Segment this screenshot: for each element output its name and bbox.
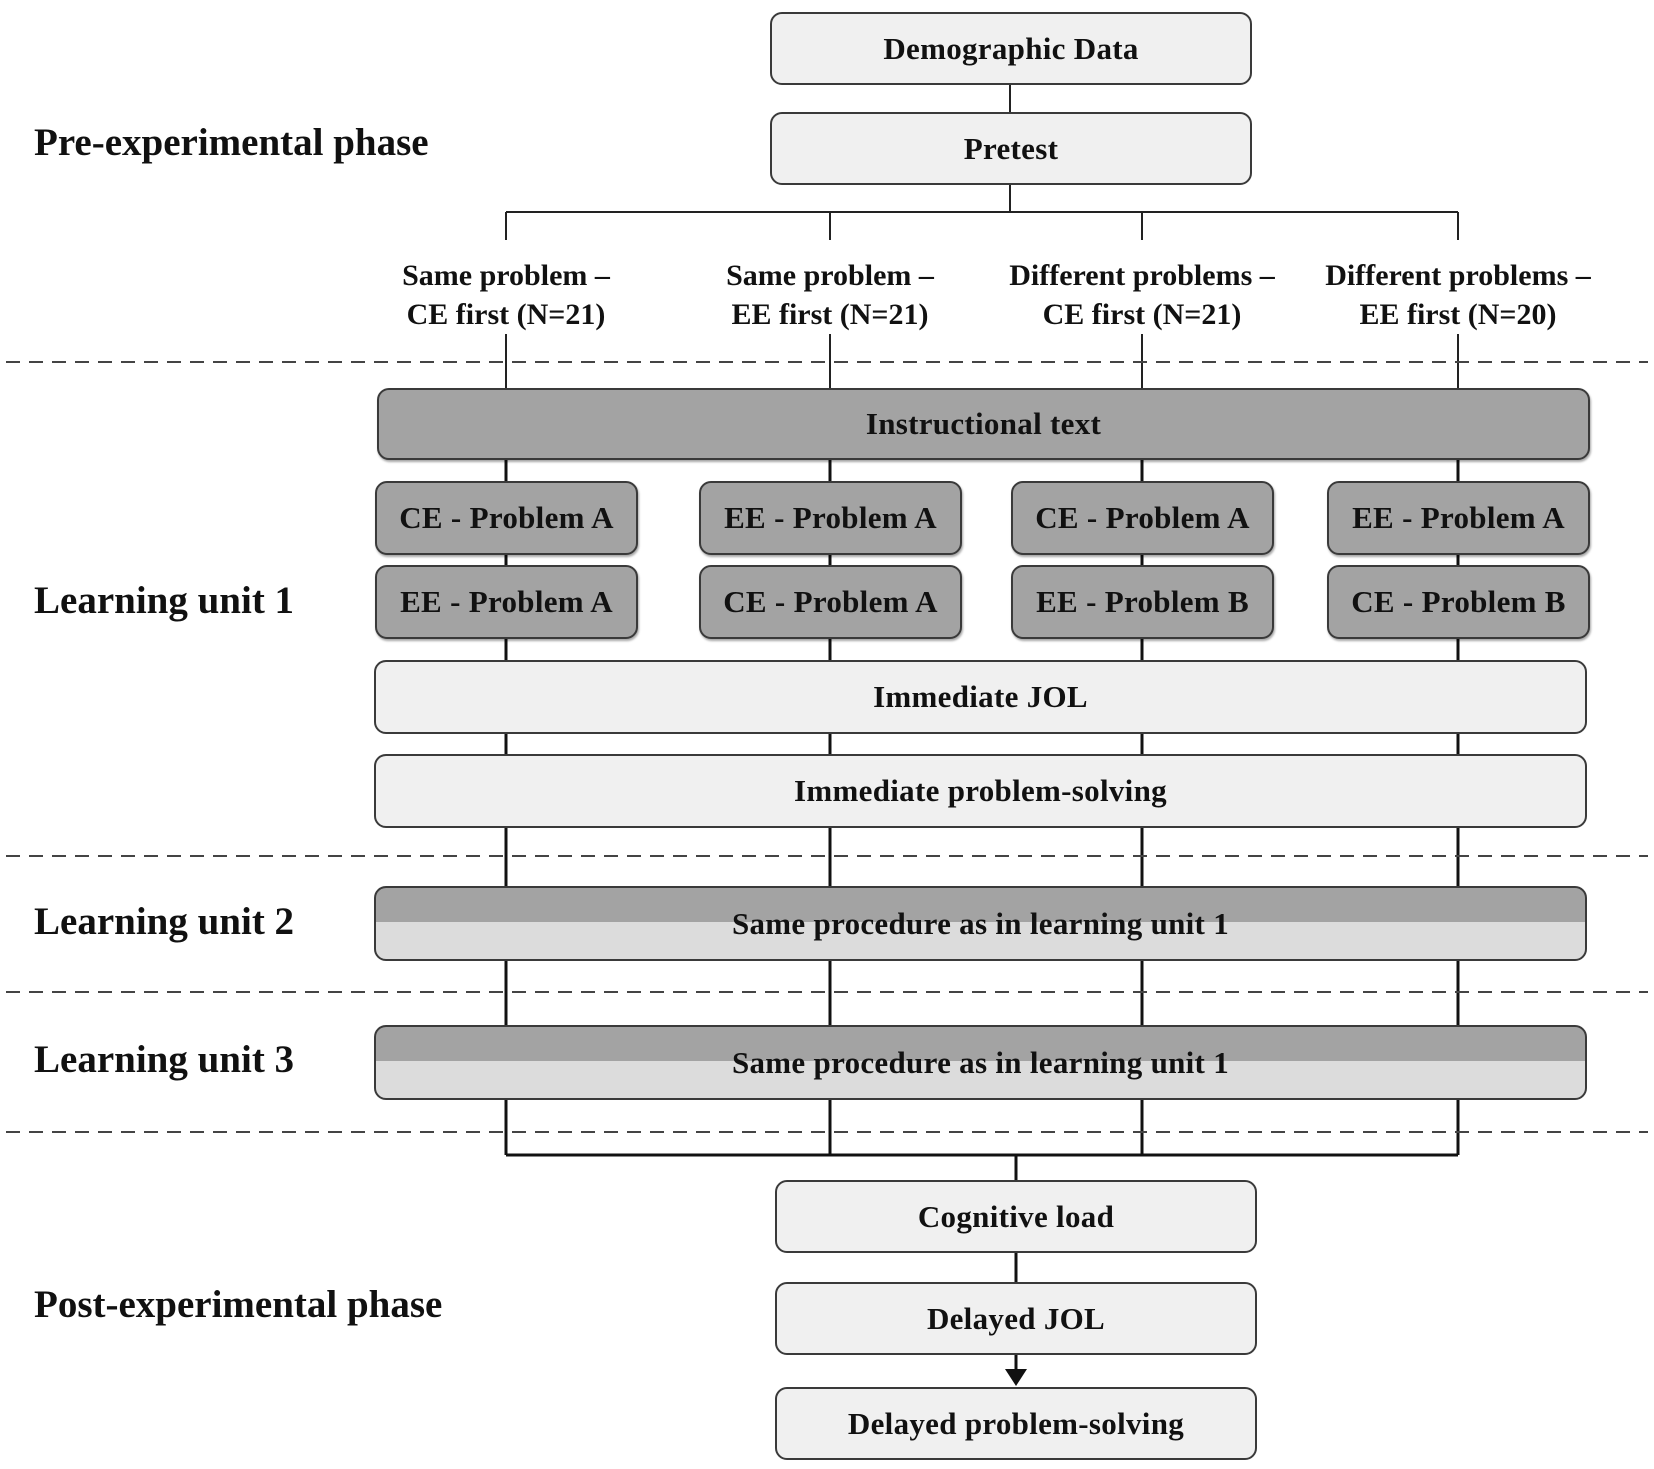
group-heading-line: EE first (N=21) [731,298,929,331]
learning-unit-3-procedure-box: Same procedure as in learning unit 1 [374,1025,1587,1100]
immediate-problem-solving-label: Immediate problem-solving [794,773,1167,808]
problem-label: CE - Problem A [1035,500,1250,535]
group-heading-line: Same problem – [726,259,934,292]
branch-lines [505,84,1459,240]
group-heading-line: Same problem – [402,259,610,292]
group-heading-line: Different problems – [1325,259,1591,292]
group-heading-line: CE first (N=21) [1042,298,1242,331]
group-heading-2: Same problem – EE first (N=21) [680,256,980,334]
phase-label-unit1: Learning unit 1 [34,579,295,622]
demographic-data-box: Demographic Data [770,12,1252,85]
phase-label-unit3: Learning unit 3 [34,1038,295,1081]
problem-box-second-2: CE - Problem A [699,565,962,639]
group-heading-1: Same problem – CE first (N=21) [356,256,656,334]
pretest-label: Pretest [963,130,1059,166]
problem-label: EE - Problem B [1036,584,1249,619]
problem-box-second-1: EE - Problem A [375,565,638,639]
problem-box-first-2: EE - Problem A [699,481,962,555]
group-heading-3: Different problems – CE first (N=21) [992,256,1292,334]
problem-label: CE - Problem A [399,500,614,535]
delayed-problem-solving-label: Delayed problem-solving [847,1405,1185,1441]
arrow-head [1005,1369,1027,1386]
problem-label: CE - Problem A [723,584,938,619]
pretest-box: Pretest [770,112,1252,185]
phase-label-pre: Pre-experimental phase [34,121,429,164]
delayed-problem-solving-box: Delayed problem-solving [775,1387,1257,1460]
learning-unit-3-procedure-label: Same procedure as in learning unit 1 [731,1044,1230,1080]
problem-label: EE - Problem A [724,500,937,535]
problem-box-second-3: EE - Problem B [1011,565,1274,639]
group-heading-line: EE first (N=20) [1359,298,1557,331]
problem-label: EE - Problem A [400,584,613,619]
problem-box-first-3: CE - Problem A [1011,481,1274,555]
instructional-text-label: Instructional text [865,406,1102,441]
problem-box-first-4: EE - Problem A [1327,481,1590,555]
cognitive-load-label: Cognitive load [917,1198,1115,1234]
immediate-jol-box: Immediate JOL [374,660,1587,734]
delayed-jol-box: Delayed JOL [775,1282,1257,1355]
group-heading-line: CE first (N=21) [406,298,606,331]
learning-unit-2-procedure-label: Same procedure as in learning unit 1 [731,905,1230,941]
problem-box-second-4: CE - Problem B [1327,565,1590,639]
cognitive-load-box: Cognitive load [775,1180,1257,1253]
phase-dividers [6,361,1648,1133]
phase-label-post: Post-experimental phase [34,1283,443,1326]
phase-label-unit2: Learning unit 2 [34,900,295,943]
instructional-text-box: Instructional text [377,388,1590,460]
group-heading-4: Different problems – EE first (N=20) [1308,256,1608,334]
problem-label: CE - Problem B [1351,584,1566,619]
immediate-problem-solving-box: Immediate problem-solving [374,754,1587,828]
learning-unit-2-procedure-box: Same procedure as in learning unit 1 [374,886,1587,961]
immediate-jol-label: Immediate JOL [873,679,1088,714]
demographic-data-label: Demographic Data [883,30,1139,66]
group-heading-line: Different problems – [1009,259,1275,292]
problem-box-first-1: CE - Problem A [375,481,638,555]
delayed-jol-label: Delayed JOL [926,1300,1106,1336]
problem-label: EE - Problem A [1352,500,1565,535]
